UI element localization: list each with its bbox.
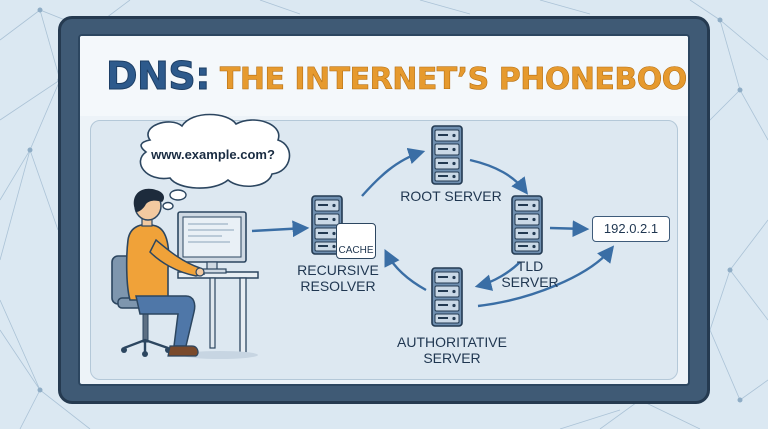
root-server-label: ROOT SERVER xyxy=(396,188,506,204)
recursive-resolver-label: RECURSIVE RESOLVER xyxy=(288,262,388,294)
cache-badge: CACHE xyxy=(336,223,376,259)
page-title: DNS: THE INTERNET’S PHONEBOOK xyxy=(106,54,690,102)
authoritative-server-label-line1: AUTHORITATIVE xyxy=(392,334,512,350)
authoritative-server-label: AUTHORITATIVE SERVER xyxy=(392,334,512,366)
tld-server-label-line1: TLD xyxy=(490,258,570,274)
monitor-screen: DNS: THE INTERNET’S PHONEBOOK xyxy=(78,34,690,386)
thought-bubble-text: www.example.com? xyxy=(142,146,284,164)
recursive-resolver-label-line2: RESOLVER xyxy=(288,278,388,294)
tld-server-label-line2: SERVER xyxy=(490,274,570,290)
ip-address-result: 192.0.2.1 xyxy=(592,216,670,242)
recursive-resolver-label-line1: RECURSIVE xyxy=(288,262,388,278)
title-rest: THE INTERNET’S PHONEBOOK xyxy=(220,62,690,97)
tld-server-label: TLD SERVER xyxy=(490,258,570,290)
title-area: DNS: THE INTERNET’S PHONEBOOK xyxy=(80,36,688,116)
cache-label: CACHE xyxy=(337,245,375,256)
authoritative-server-label-line2: SERVER xyxy=(392,350,512,366)
title-prefix: DNS: xyxy=(106,54,210,98)
